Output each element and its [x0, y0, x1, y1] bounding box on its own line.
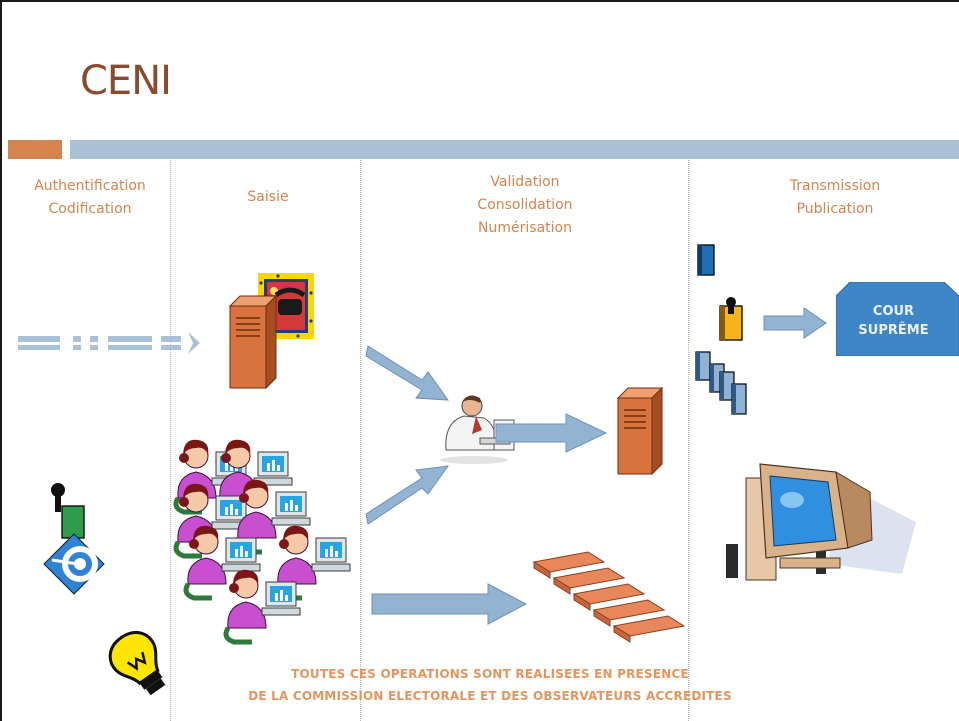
arrow-to-server-icon: [495, 413, 608, 453]
book-stack-icon: [695, 351, 747, 415]
column-header-authentification: Authentification Codification: [34, 178, 146, 217]
arrow-to-supervisor-icon: [365, 345, 450, 401]
court-box: [836, 282, 959, 356]
footer-line-1: TOUTES CES OPERATIONS SONT REALISEES EN …: [291, 667, 689, 681]
footer-line-2: DE LA COMMISSION ELECTORALE ET DES OBSER…: [248, 689, 732, 703]
column-header-transmission: Transmission Publication: [789, 178, 881, 217]
server-icon: [616, 386, 664, 476]
column-divider: [360, 160, 361, 721]
security-badge-icon: [51, 483, 85, 539]
title-accent-orange: [8, 140, 62, 159]
arrow-to-court-icon: [763, 307, 827, 339]
blue-book-icon: [697, 244, 715, 276]
frame-left-border: [0, 0, 2, 721]
arrow-to-documents-icon: [371, 583, 528, 625]
column-divider: [170, 160, 171, 721]
lightbulb-icon: [108, 630, 166, 696]
target-icon: [43, 533, 105, 595]
column-header-saisie: Saisie: [247, 189, 289, 205]
dashed-connector-icon: [18, 332, 200, 354]
slide-title: CENI: [80, 58, 172, 104]
data-entry-operators-icon: [172, 432, 358, 638]
court-label: COUR SUPRÊME: [858, 304, 929, 338]
computer-icon: [726, 463, 916, 581]
server-icon: [228, 294, 278, 390]
column-divider: [688, 160, 689, 721]
yellow-book-icon: [719, 297, 743, 341]
column-header-validation: Validation Consolidation Numérisation: [477, 174, 573, 236]
title-accent-blue: [70, 140, 959, 159]
stacked-documents-icon: [532, 551, 686, 643]
frame-top-border: [0, 0, 959, 2]
arrow-from-operators-icon: [365, 465, 450, 525]
